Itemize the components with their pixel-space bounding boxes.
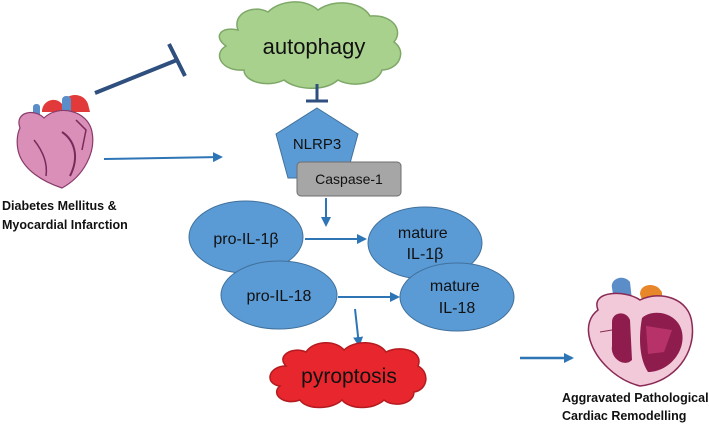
caption-right-line-1: Aggravated Pathological [562,391,709,405]
autophagy-label: autophagy [263,34,366,59]
mature-il-1b-label: mature IL-1β [398,225,452,263]
heart-icon [16,95,94,189]
mature-il-18-line-1: mature [430,278,480,295]
mature-il-1b-line-2: IL-1β [407,246,444,263]
mature-il-18-node: mature IL-18 [399,262,515,332]
caption-right-line-2: Cardiac Remodelling [562,409,686,423]
mature-il-1b-line-1: mature [398,225,448,242]
autophagy-cloud: autophagy [218,1,402,89]
pro-il-1b-label: pro-IL-1β [213,231,278,248]
pyroptosis-label: pyroptosis [301,365,397,388]
mature-il-18-line-2: IL-18 [439,300,476,317]
pro-il-18-label: pro-IL-18 [247,288,312,305]
caption-left-line-2: Myocardial Infarction [2,218,128,232]
arrow-to-pyroptosis [353,308,364,347]
nlrp3-label: NLRP3 [293,136,341,153]
caspase-1-label: Caspase-1 [315,171,383,187]
inhibition-heart-autophagy [94,43,187,95]
pyroptosis-cloud: pyroptosis [269,342,427,409]
heart-cross-section-icon [587,277,694,387]
inhibition-autophagy-nlrp3 [306,84,328,103]
pro-il-18-node: pro-IL-18 [220,260,338,330]
nlrp3-node: NLRP3 [275,107,359,179]
caption-diabetes-mi: Diabetes Mellitus & Myocardial Infarctio… [2,199,128,232]
arrow-heart-to-nlrp3 [103,152,223,163]
caption-cardiac-remodelling: Aggravated Pathological Cardiac Remodell… [562,391,709,423]
mature-il-1b-node: mature IL-1β [367,206,483,280]
caption-left-line-1: Diabetes Mellitus & [2,199,117,213]
mature-il-18-label: mature IL-18 [430,278,484,317]
caspase-1-node: Caspase-1 [296,161,402,197]
